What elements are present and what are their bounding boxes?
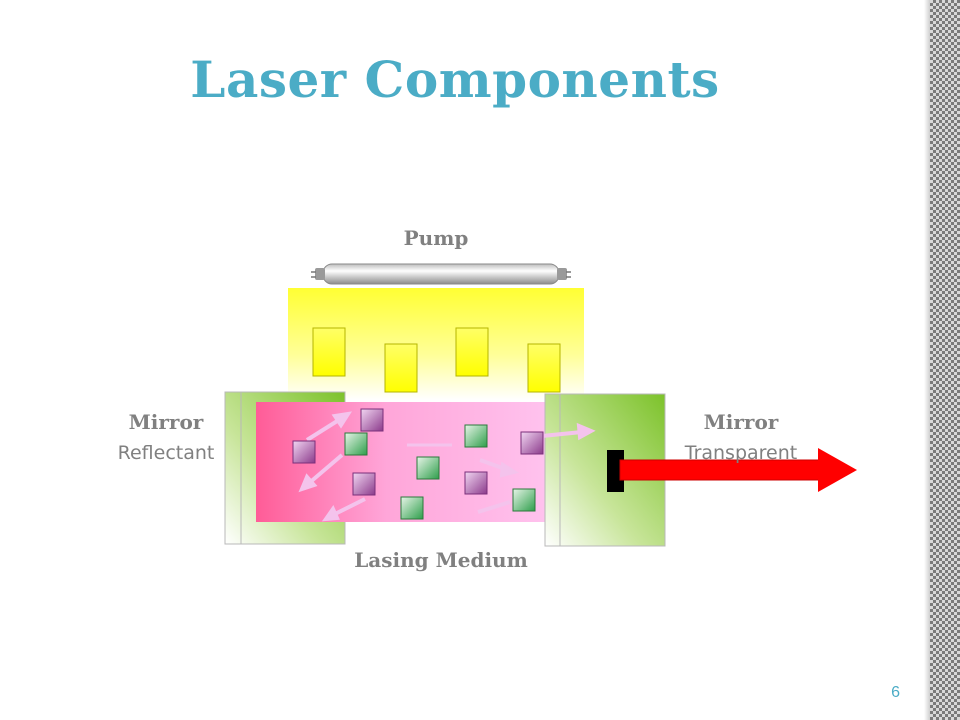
left-mirror-title: Mirror	[128, 410, 204, 434]
ground-atom	[400, 496, 424, 520]
pump-label: Pump	[403, 226, 469, 250]
pump-energy-block	[527, 343, 561, 393]
ground-atom	[344, 432, 368, 456]
right-mirror-title: Mirror	[703, 410, 779, 434]
ground-atom	[512, 488, 536, 512]
excited-atom	[352, 472, 376, 496]
excited-atom	[360, 408, 384, 432]
pump-energy-block	[312, 327, 346, 377]
page-number: 6	[891, 684, 900, 701]
decorative-border-edge	[924, 0, 930, 720]
ground-atom	[416, 456, 440, 480]
slide-title: Laser Components	[190, 50, 720, 109]
photon-arrows	[298, 411, 596, 522]
excited-atom	[520, 431, 544, 455]
left-mirror-subtitle: Reflectant	[117, 442, 215, 464]
pump-energy-block	[455, 327, 489, 377]
ground-atom	[464, 424, 488, 448]
pump-energy-block	[384, 343, 418, 393]
pump-lamp-tube-icon	[311, 263, 571, 285]
decorative-border-pattern	[930, 0, 960, 720]
right-mirror-subtitle: Transparent	[684, 442, 798, 464]
lasing-medium-label: Lasing Medium	[354, 548, 528, 572]
excited-atom	[464, 471, 488, 495]
excited-atom	[292, 440, 316, 464]
laser-beam-arrow-icon	[607, 448, 857, 492]
